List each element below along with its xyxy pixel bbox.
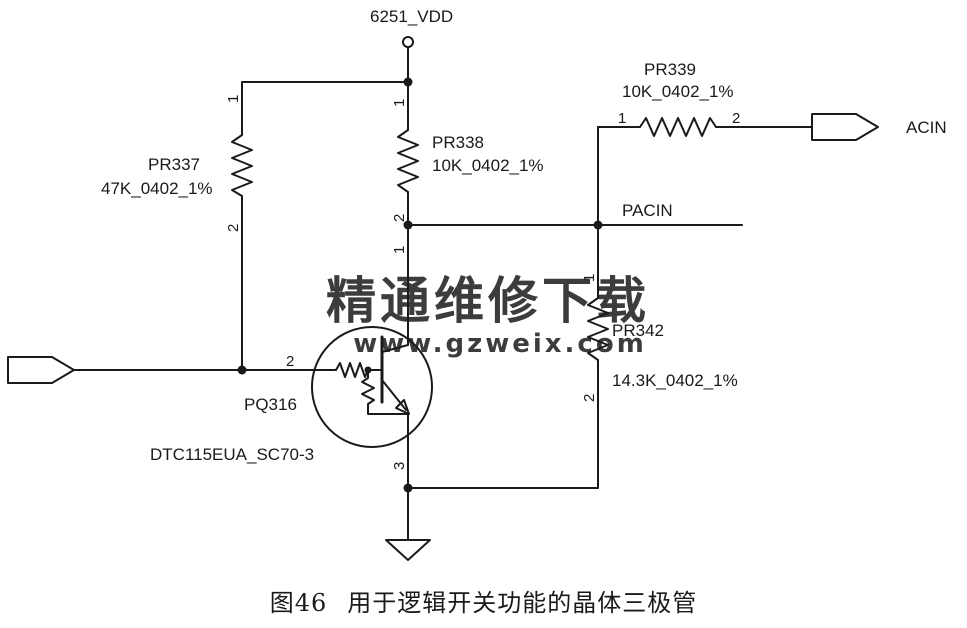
pr338-pin1: 1: [391, 99, 408, 107]
input-port: [7, 356, 75, 384]
pr337-ref: PR337: [148, 155, 200, 174]
pr339-pin1: 1: [618, 110, 626, 127]
pr338-pin2: 2: [391, 214, 408, 222]
pr337-resistor: [231, 134, 253, 197]
pq316-pin-emitter: 3: [391, 462, 408, 470]
pq316-pin-base: 2: [286, 353, 294, 370]
pr337-value: 47K_0402_1%: [101, 179, 213, 198]
pr338-ref: PR338: [432, 133, 484, 152]
pr338-resistor: [397, 129, 419, 193]
figure-caption: 图46 用于逻辑开关功能的晶体三极管: [0, 583, 967, 618]
acin-net-label: ACIN: [906, 118, 947, 137]
caption-figure-number: 图46: [269, 589, 328, 617]
pr337-pin2: 2: [225, 224, 242, 232]
pq316-part: DTC115EUA_SC70-3: [150, 445, 314, 464]
junction-dot: [364, 366, 372, 374]
pr342-resistor: [587, 297, 609, 361]
watermark-title: 精通维修下载: [326, 272, 650, 330]
pr342-ref: PR342: [612, 321, 664, 340]
emitter-lead: [381, 379, 407, 411]
pr337-pin1: 1: [225, 95, 242, 103]
pq316-ref: PQ316: [244, 395, 297, 414]
pr342-pin2: 2: [581, 394, 598, 402]
pr338-value: 10K_0402_1%: [432, 156, 544, 175]
vdd-label: 6251_VDD: [370, 7, 453, 26]
vdd-terminal: [402, 36, 414, 48]
pr342-value: 14.3K_0402_1%: [612, 371, 738, 390]
junction-dot: [593, 220, 603, 230]
pr339-pin2: 2: [732, 110, 740, 127]
bias-resistor: [361, 369, 409, 415]
collector-lead: [381, 344, 409, 353]
pq316-pin-collector: 1: [391, 246, 408, 254]
pacin-net-label: PACIN: [622, 201, 673, 220]
pr342-pin1: 1: [581, 274, 598, 282]
ground-symbol: [385, 539, 431, 561]
pq316-transistor: [311, 326, 433, 448]
pr339-resistor: [639, 117, 717, 137]
pr339-value: 10K_0402_1%: [622, 82, 734, 101]
junction-dot: [403, 77, 413, 87]
watermark-url: www.gzweix.com: [353, 329, 647, 359]
emitter-arrow: [395, 399, 410, 415]
pr339-ref: PR339: [644, 60, 696, 79]
caption-text: 用于逻辑开关功能的晶体三极管: [347, 589, 698, 617]
junction-dot: [403, 483, 413, 493]
acin-port: [811, 113, 879, 141]
junction-dot: [237, 365, 247, 375]
base-resistor: [335, 362, 369, 378]
junction-dot: [403, 220, 413, 230]
